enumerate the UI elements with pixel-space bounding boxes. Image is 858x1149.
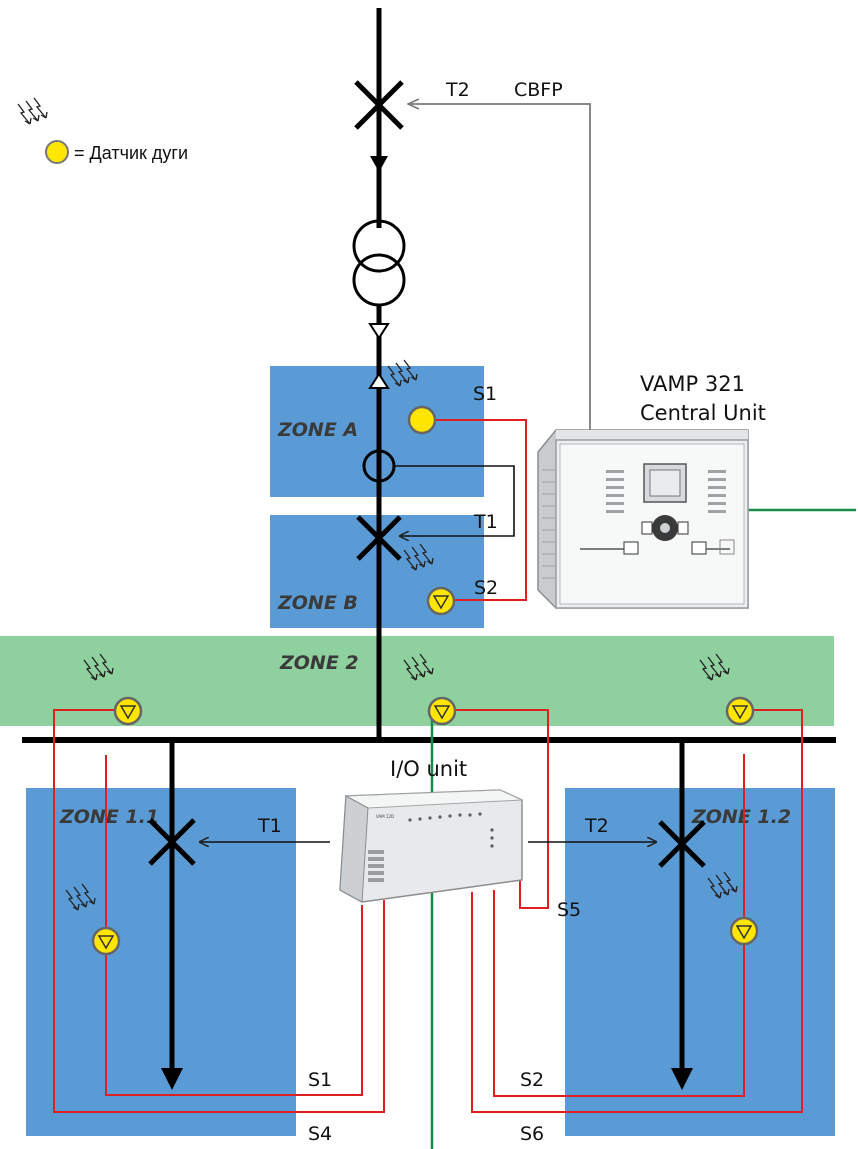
zone-2-right-sensor — [699, 653, 755, 726]
zone-1-2-sensor — [707, 871, 759, 946]
transformer-icon — [352, 219, 406, 307]
vamp-321-central-unit — [537, 429, 749, 609]
zone-a-label: ZONE A — [277, 419, 358, 441]
arc-flash-icon — [17, 97, 48, 125]
zone-1-1-sensor — [65, 883, 121, 956]
zone-b-sensor — [403, 543, 456, 616]
t1-mid-label: T1 — [473, 511, 498, 533]
zone-1-2-area — [565, 788, 835, 1136]
arc-sensor-icon — [426, 586, 456, 616]
cbfp-label: CBFP — [514, 79, 563, 101]
cbfp-trip-wire — [409, 104, 591, 440]
zone-2-mid-sensor — [403, 653, 457, 726]
arc-sensor-icon — [113, 696, 143, 726]
s5-label: S5 — [557, 899, 581, 921]
arc-sensor-icon — [407, 405, 437, 435]
zone-b-label: ZONE B — [277, 592, 358, 614]
arc-sensor-icon — [45, 140, 69, 164]
feeder-1-1-arrow-icon — [161, 1068, 183, 1090]
feeder-1-2-breaker-icon — [658, 820, 706, 868]
zone-b-circuit-breaker-icon — [356, 515, 402, 561]
ct-triangle-down-icon — [368, 323, 390, 340]
ct-measurement-wire — [394, 465, 515, 536]
s1-bottom-label: S1 — [308, 1069, 332, 1091]
ct-triangle-up-icon — [368, 372, 390, 389]
io-unit-brand: VAM 12D — [376, 814, 394, 819]
arc-sensor-icon — [725, 696, 755, 726]
feeder-1-2-arrow-icon — [671, 1068, 693, 1090]
io-unit-label: I/O unit — [390, 757, 467, 781]
zone-2-left-sensor — [83, 653, 143, 726]
sensor-wire-s1-bottom — [105, 755, 363, 1096]
sensor-wire-s4 — [53, 709, 385, 1113]
zone-2-label: ZONE 2 — [279, 652, 359, 674]
arc-sensor-icon — [427, 696, 457, 726]
zone-a-sensor — [387, 359, 437, 435]
t2-top-label: T2 — [445, 79, 470, 101]
s2-bottom-label: S2 — [520, 1069, 544, 1091]
arc-sensor-icon — [91, 926, 121, 956]
t1-left-label: T1 — [257, 815, 282, 837]
zone-1-1-label: ZONE 1.1 — [59, 806, 159, 828]
t2-right-label: T2 — [584, 815, 609, 837]
s1-top-label: S1 — [473, 383, 497, 405]
legend-label: = Датчик дуги — [74, 143, 188, 163]
s6-label: S6 — [520, 1123, 544, 1145]
zone-1-1-area — [26, 788, 296, 1136]
legend: = Датчик дуги — [17, 97, 188, 164]
arc-sensor-icon — [729, 916, 759, 946]
zone-1-2-label: ZONE 1.2 — [691, 806, 791, 828]
sensor-wire-s6 — [471, 709, 803, 1113]
sensor-wire-s1-top — [436, 419, 527, 601]
feeder-1-1-breaker-icon — [148, 818, 196, 866]
feeder-arrow-icon — [370, 156, 388, 172]
sensor-wire-s5 — [454, 709, 549, 909]
s2-mid-label: S2 — [474, 577, 498, 599]
incoming-circuit-breaker-icon — [354, 80, 404, 130]
central-unit-title: VAMP 321 — [640, 372, 745, 396]
io-unit-device: VAM 12D — [339, 789, 523, 903]
central-unit-subtitle: Central Unit — [640, 401, 766, 425]
s4-label: S4 — [308, 1123, 332, 1145]
